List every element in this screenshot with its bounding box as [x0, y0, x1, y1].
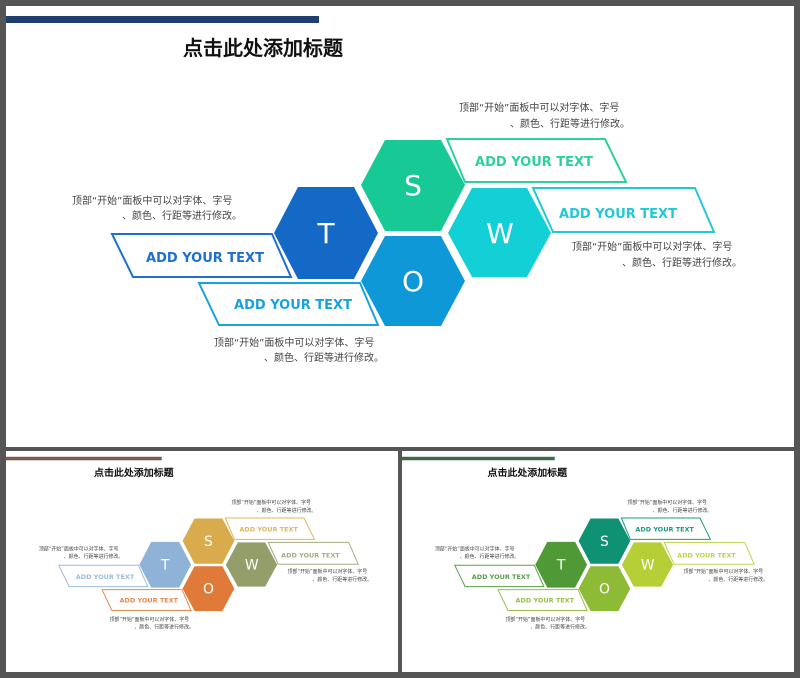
hexagon-t[interactable]	[139, 541, 192, 588]
desc-o-line2[interactable]: 、颜色、行距等进行修改。	[134, 623, 194, 630]
desc-s-line1[interactable]: 顶部“开始”面板中可以对字体、字号	[627, 499, 707, 506]
text-box-o-label: ADD YOUR TEXT	[516, 597, 575, 605]
desc-o-line1[interactable]: 顶部“开始”面板中可以对字体、字号	[214, 336, 374, 349]
hexagon-w-letter: W	[486, 217, 514, 250]
swot-diagram-thumbnail: 点击此处添加标题 ADD YOUR TEXT ADD YOUR TEXT ADD…	[402, 456, 768, 630]
slide-title[interactable]: 点击此处添加标题	[488, 466, 568, 479]
hexagon-o-letter: O	[402, 265, 424, 298]
hexagon-o[interactable]	[578, 566, 631, 611]
desc-o-line1[interactable]: 顶部“开始”面板中可以对字体、字号	[109, 616, 189, 623]
text-box-o[interactable]	[497, 589, 588, 611]
slide-title[interactable]: 点击此处添加标题	[183, 36, 344, 60]
hexagon-o[interactable]	[182, 566, 235, 611]
desc-w-line2[interactable]: 、颜色、行距等进行修改。	[622, 256, 742, 269]
text-box-w-label: ADD YOUR TEXT	[281, 551, 340, 559]
desc-o-line2[interactable]: 、颜色、行距等进行修改。	[530, 623, 590, 630]
text-box-t-label: ADD YOUR TEXT	[472, 573, 531, 581]
hexagon-s[interactable]	[182, 518, 235, 564]
text-box-s-label: ADD YOUR TEXT	[635, 525, 694, 533]
hexagon-s-letter: S	[404, 169, 422, 202]
desc-w-line2[interactable]: 、颜色、行距等进行修改。	[708, 576, 768, 583]
hexagon-t-letter: T	[556, 558, 566, 574]
desc-o-line2[interactable]: 、颜色、行距等进行修改。	[264, 351, 384, 364]
text-box-t[interactable]	[57, 564, 149, 588]
text-box-o[interactable]	[101, 589, 192, 611]
desc-w-line2[interactable]: 、颜色、行距等进行修改。	[312, 576, 372, 583]
title-accent-bar	[402, 456, 555, 461]
text-box-s-label: ADD YOUR TEXT	[239, 525, 298, 533]
desc-w-line1[interactable]: 顶部“开始”面板中可以对字体、字号	[684, 568, 764, 575]
hexagon-s[interactable]	[361, 140, 465, 231]
title-accent-bar	[6, 16, 319, 23]
main-slide[interactable]: 点击此处添加标题 ADD YOUR TEXT ADD YOUR TEXT ADD…	[6, 6, 794, 447]
hexagon-o[interactable]	[361, 236, 465, 326]
desc-t-line1[interactable]: 顶部“开始”面板中可以对字体、字号	[72, 194, 232, 207]
swot-diagram: 点击此处添加标题 ADD YOUR TEXT ADD YOUR TEXT ADD…	[6, 16, 742, 364]
thumbnail-slide-warm[interactable]: 点击此处添加标题 ADD YOUR TEXT ADD YOUR TEXT ADD…	[6, 451, 398, 672]
hexagon-t[interactable]	[535, 541, 588, 588]
desc-w-line1[interactable]: 顶部“开始”面板中可以对字体、字号	[288, 568, 368, 575]
text-box-t-label: ADD YOUR TEXT	[146, 251, 264, 266]
hexagon-w[interactable]	[448, 188, 551, 277]
hexagon-t-letter: T	[160, 558, 170, 574]
text-box-t[interactable]	[453, 564, 545, 588]
desc-o-line1[interactable]: 顶部“开始”面板中可以对字体、字号	[505, 616, 585, 623]
hexagon-s-letter: S	[600, 534, 609, 550]
text-box-t-label: ADD YOUR TEXT	[76, 573, 135, 581]
hexagon-s-letter: S	[204, 534, 213, 550]
desc-t-line1[interactable]: 顶部“开始”面板中可以对字体、字号	[39, 545, 119, 552]
hexagon-s[interactable]	[578, 518, 631, 564]
thumbnail-slide-green[interactable]: 点击此处添加标题 ADD YOUR TEXT ADD YOUR TEXT ADD…	[402, 451, 794, 672]
text-box-w-label: ADD YOUR TEXT	[559, 207, 677, 222]
desc-t-line2[interactable]: 、颜色、行距等进行修改。	[122, 209, 242, 222]
desc-t-line2[interactable]: 、颜色、行距等进行修改。	[460, 553, 520, 560]
text-box-o[interactable]	[197, 282, 380, 326]
desc-s-line1[interactable]: 顶部“开始”面板中可以对字体、字号	[231, 499, 311, 506]
hexagon-t-letter: T	[316, 217, 335, 250]
desc-t-line1[interactable]: 顶部“开始”面板中可以对字体、字号	[435, 545, 515, 552]
text-box-t[interactable]	[110, 233, 293, 278]
text-box-s[interactable]	[445, 138, 628, 183]
hexagon-w[interactable]	[621, 542, 674, 587]
hexagon-w[interactable]	[225, 542, 278, 587]
text-box-s[interactable]	[224, 517, 316, 540]
text-box-s-label: ADD YOUR TEXT	[475, 155, 593, 170]
desc-s-line2[interactable]: 、颜色、行距等进行修改。	[510, 117, 630, 130]
desc-s-line2[interactable]: 、颜色、行距等进行修改。	[653, 507, 713, 514]
text-box-o-label: ADD YOUR TEXT	[120, 597, 179, 605]
hexagon-o-letter: O	[599, 582, 610, 598]
swot-diagram-thumbnail: 点击此处添加标题 ADD YOUR TEXT ADD YOUR TEXT ADD…	[6, 456, 372, 630]
desc-s-line2[interactable]: 、颜色、行距等进行修改。	[257, 507, 317, 514]
text-box-w[interactable]	[531, 187, 716, 233]
text-box-s[interactable]	[620, 517, 712, 540]
hexagon-t[interactable]	[274, 187, 378, 279]
hexagon-w-letter: W	[641, 558, 655, 574]
title-accent-bar	[6, 456, 162, 461]
text-box-w-label: ADD YOUR TEXT	[677, 551, 736, 559]
text-box-w[interactable]	[267, 541, 359, 565]
hexagon-w-letter: W	[245, 558, 259, 574]
text-box-o-label: ADD YOUR TEXT	[234, 298, 352, 313]
desc-t-line2[interactable]: 、颜色、行距等进行修改。	[64, 553, 124, 560]
desc-s-line1[interactable]: 顶部“开始”面板中可以对字体、字号	[459, 101, 619, 114]
hexagon-o-letter: O	[203, 582, 214, 598]
text-box-w[interactable]	[663, 541, 755, 565]
desc-w-line1[interactable]: 顶部“开始”面板中可以对字体、字号	[572, 240, 732, 253]
slide-title[interactable]: 点击此处添加标题	[94, 466, 174, 479]
